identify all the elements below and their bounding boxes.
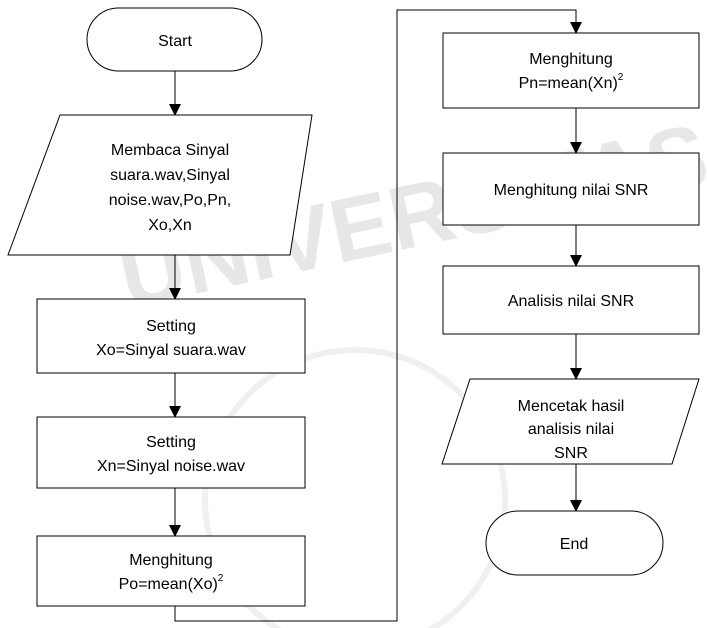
read-input-parallelogram: Membaca Sinyal suara.wav,Sinyal noise.wa… <box>7 114 313 256</box>
end-terminal: End <box>485 510 664 576</box>
compute-pn-process: Menghitung Pn=mean(Xn)2 <box>442 32 700 109</box>
print-result-line-1: Mencetak hasil <box>518 398 625 415</box>
print-result-line-2: analisis nilai <box>528 421 614 438</box>
start-label: Start <box>158 33 192 50</box>
setting-xn-line-1: Setting <box>146 434 196 451</box>
arrow-compute-po-to-compute-pn <box>174 9 582 622</box>
compute-po-exponent: 2 <box>218 573 224 584</box>
setting-xn-process: Setting Xn=Sinyal noise.wav <box>36 416 306 489</box>
read-input-line-3: noise.wav,Po,Pn, <box>109 192 231 209</box>
print-result-line-3: SNR <box>554 445 588 462</box>
analyze-snr-process: Analisis nilai SNR <box>442 265 700 335</box>
setting-xo-line-2: Xo=Sinyal suara.wav <box>96 342 246 359</box>
setting-xo-process: Setting Xo=Sinyal suara.wav <box>36 298 306 374</box>
compute-snr-label: Menghitung nilai SNR <box>494 182 649 199</box>
compute-po-process: Menghitung Po=mean(Xo)2 <box>36 535 306 607</box>
compute-po-formula: Po=mean(Xo)2 <box>119 573 224 593</box>
compute-pn-formula: Pn=mean(Xn)2 <box>519 72 624 92</box>
analyze-snr-label: Analisis nilai SNR <box>508 293 634 310</box>
compute-pn-exponent: 2 <box>618 72 624 83</box>
compute-po-formula-base: Po=mean(Xo) <box>119 576 218 593</box>
compute-snr-process: Menghitung nilai SNR <box>442 152 700 226</box>
compute-pn-line-1: Menghitung <box>529 51 613 68</box>
setting-xn-line-2: Xn=Sinyal noise.wav <box>97 458 245 475</box>
compute-pn-formula-base: Pn=mean(Xn) <box>519 75 618 92</box>
setting-xo-line-1: Setting <box>146 318 196 335</box>
watermark-seal <box>202 347 508 628</box>
read-input-line-2: suara.wav,Sinyal <box>110 167 230 184</box>
connectors <box>169 9 582 622</box>
read-input-line-4: Xo,Xn <box>148 217 192 234</box>
compute-po-line-1: Menghitung <box>129 552 213 569</box>
read-input-line-1: Membaca Sinyal <box>111 142 229 159</box>
end-label: End <box>560 536 588 553</box>
print-result-parallelogram: Mencetak hasil analisis nilai SNR <box>441 378 700 465</box>
start-terminal: Start <box>86 7 263 72</box>
